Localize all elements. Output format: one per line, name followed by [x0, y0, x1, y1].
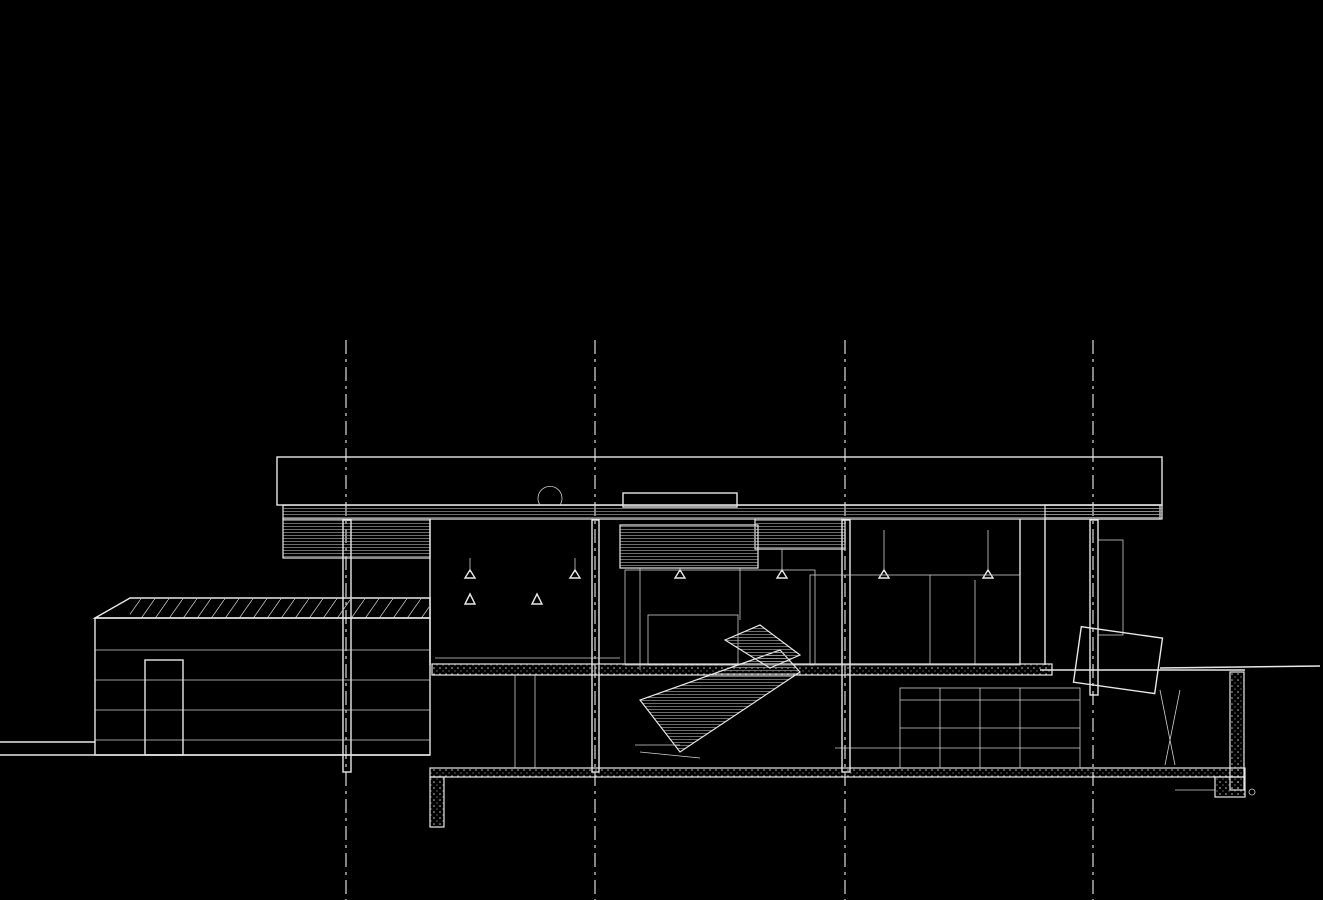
- lamp-icon: [463, 558, 477, 579]
- grid-lines: [345, 340, 1094, 900]
- lamp-icon: [568, 558, 582, 579]
- lamp-icon: [530, 592, 544, 605]
- annex-building: [92, 597, 431, 756]
- lamp-icon: [775, 549, 789, 579]
- level-marker: [1248, 788, 1256, 796]
- stair: [635, 624, 802, 759]
- suspended-volume: [619, 524, 759, 569]
- lamp-icon: [981, 530, 995, 579]
- basement: [429, 669, 1256, 828]
- ground: [0, 665, 1321, 756]
- roof: [276, 456, 1163, 559]
- lamp-icon: [463, 592, 477, 605]
- pendant-lamps: [463, 530, 995, 605]
- door-opening: [144, 659, 184, 756]
- lamp-icon: [877, 530, 891, 579]
- tilted-box: [1072, 625, 1164, 695]
- lamp-icon: [673, 568, 687, 579]
